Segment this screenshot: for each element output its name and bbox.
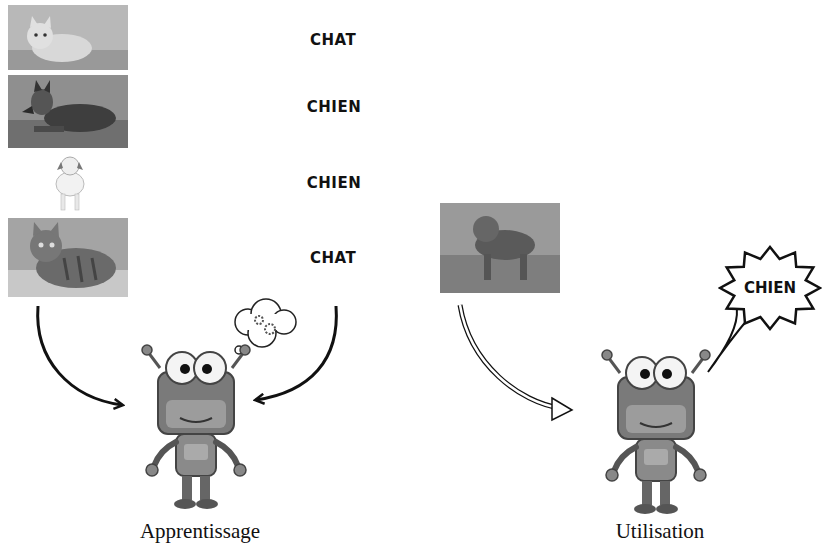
class-label: CHIEN xyxy=(307,174,361,192)
speech-burst: CHIEN xyxy=(718,245,822,331)
class-label-wrap: CHIEN xyxy=(307,98,361,116)
class-label: CHAT xyxy=(310,31,356,49)
burst-text: CHIEN xyxy=(744,279,796,297)
phase-caption: Utilisation xyxy=(616,519,705,543)
class-label: CHAT xyxy=(310,249,356,267)
phase-caption: Apprentissage xyxy=(140,519,260,543)
class-label-wrap: CHAT xyxy=(310,31,356,49)
class-label: CHIEN xyxy=(307,98,361,116)
class-label-wrap: CHAT xyxy=(310,249,356,267)
burst-shape xyxy=(720,247,820,329)
class-label-wrap: CHIEN xyxy=(307,174,361,192)
phase-caption-wrap: Apprentissage xyxy=(140,519,260,544)
phase-caption-wrap: Utilisation xyxy=(616,519,705,544)
